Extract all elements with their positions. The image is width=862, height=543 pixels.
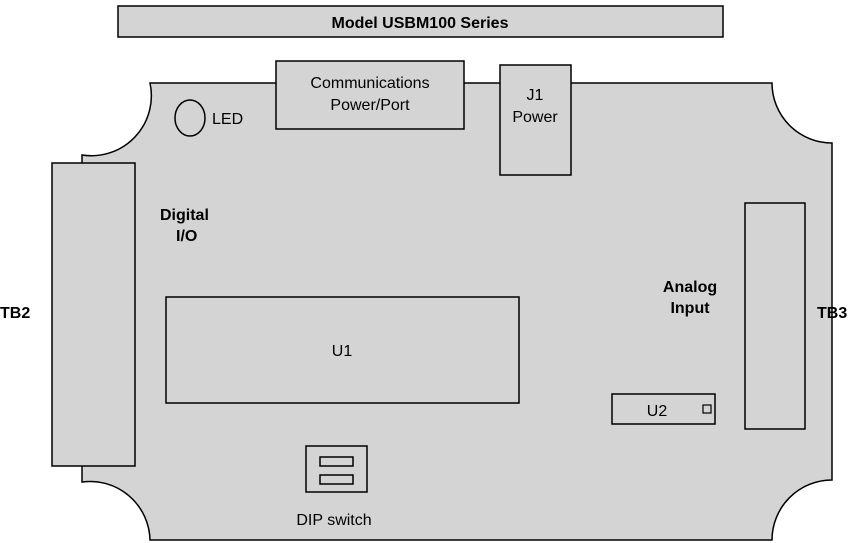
led-label: LED — [212, 111, 243, 128]
u2-chip — [611, 393, 716, 425]
digital-io-label-line1: Digital — [160, 207, 209, 224]
tb2-connector — [51, 162, 136, 467]
u1-chip — [165, 296, 520, 404]
tb3-connector — [744, 202, 806, 430]
dip-switch-toggle-2 — [319, 474, 354, 485]
analog-input-label-line2: Input — [670, 300, 710, 317]
analog-input-label-line1: Analog — [663, 279, 717, 296]
j1-power-box — [499, 64, 572, 176]
j1-label-line1: J1 — [527, 87, 544, 104]
dip-switch-label: DIP switch — [296, 512, 371, 529]
u2-notch — [702, 404, 712, 414]
u1-label: U1 — [332, 343, 353, 360]
title-box — [117, 5, 724, 38]
title-text: Model USBM100 Series — [332, 15, 509, 32]
tb2-label: TB2 — [0, 305, 30, 322]
dip-switch-toggle-1 — [319, 456, 354, 467]
led-icon — [174, 99, 206, 137]
comm-port-label-line1: Communications — [310, 75, 429, 92]
u2-label: U2 — [647, 403, 668, 420]
dip-switch-body — [305, 445, 368, 493]
j1-label-line2: Power — [512, 109, 558, 126]
tb3-label: TB3 — [817, 305, 847, 322]
digital-io-label-line2: I/O — [176, 228, 197, 245]
comm-port-label-line2: Power/Port — [330, 97, 410, 114]
comm-port-box — [275, 60, 465, 130]
